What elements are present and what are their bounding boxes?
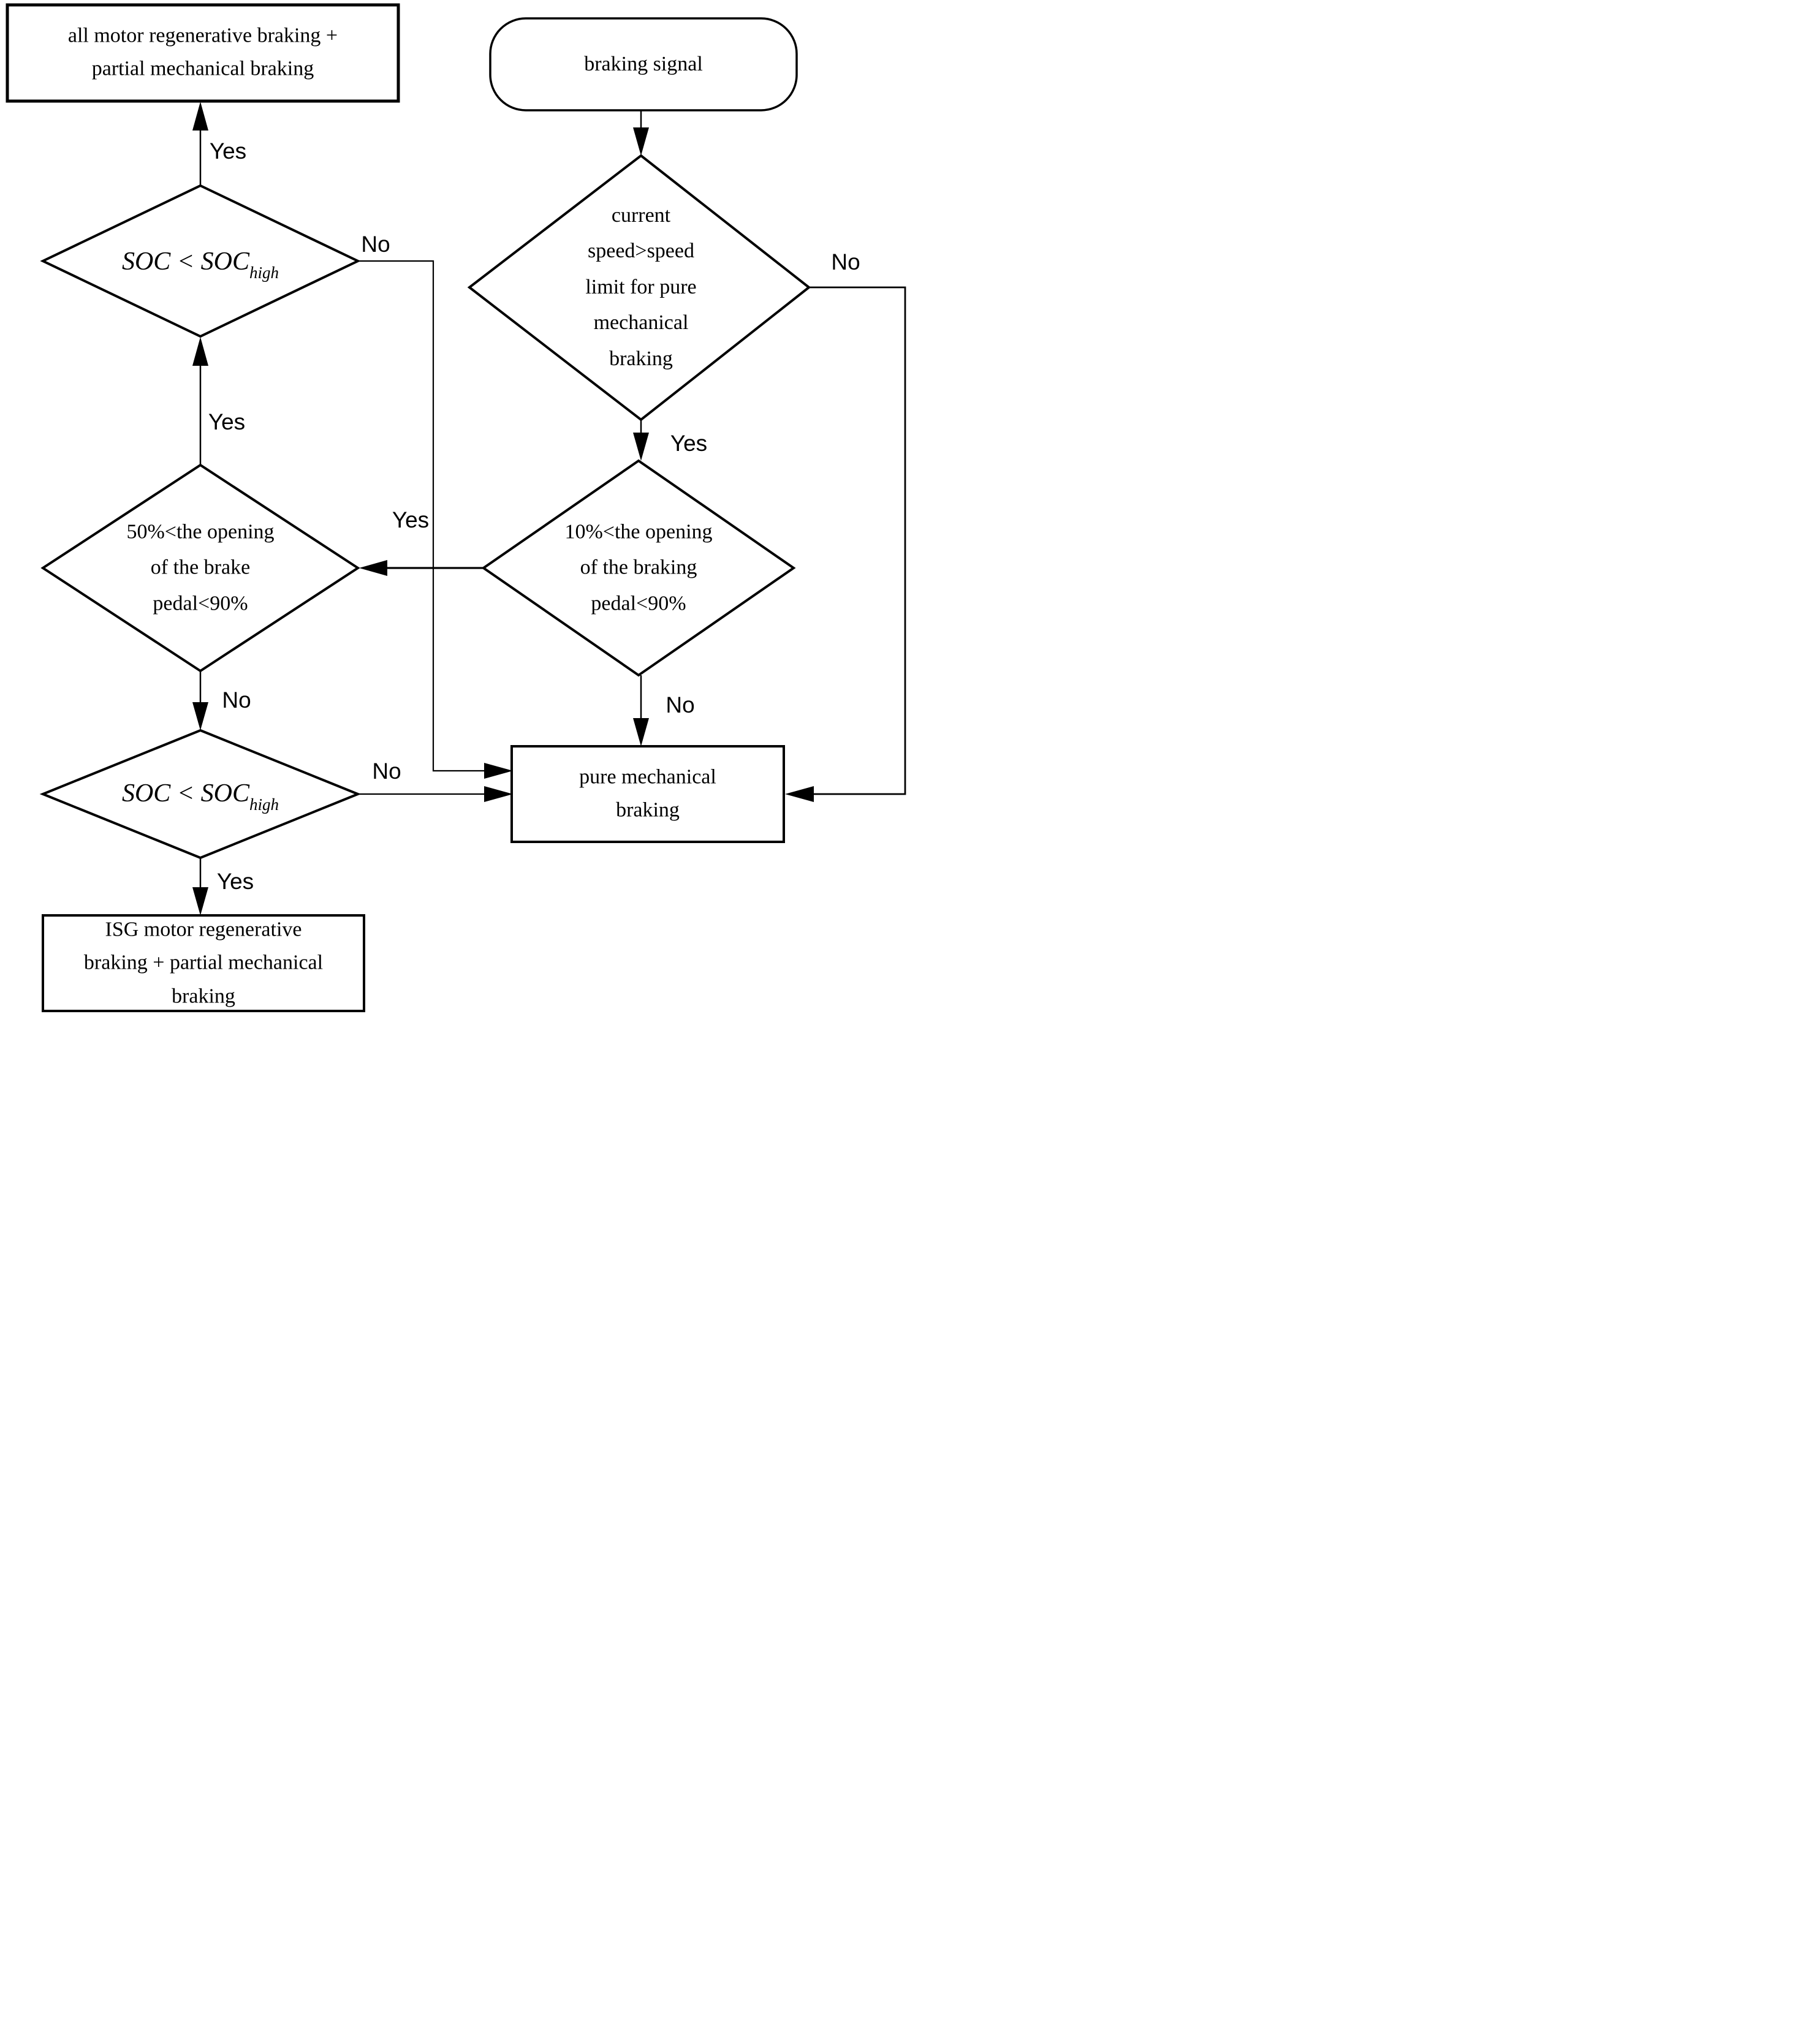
terminator-braking-signal-shape	[489, 17, 798, 112]
arrowhead-right-into-box-left-upper	[484, 763, 513, 779]
decision-speed-check-shape	[467, 154, 811, 422]
flowchart-shapes-layer	[6, 3, 906, 1012]
arrowhead-down-into-isg	[192, 887, 208, 915]
decision-soc-upper-shape	[40, 184, 361, 338]
process-all-motor-shape	[6, 3, 400, 103]
decision-soc-lower-shape	[39, 729, 362, 860]
arrowhead-down-speedcheck	[633, 127, 649, 156]
arrowhead-left-into-box-right	[785, 786, 814, 802]
arrowhead-left-into-brake50	[359, 560, 387, 576]
edge-speedcheck-no	[809, 286, 906, 795]
decision-brake-opening-10-shape	[481, 459, 796, 677]
decision-brake-opening-50-shape	[40, 463, 360, 673]
arrowhead-down-into-soclower	[192, 702, 208, 730]
edge-socupper-no	[358, 260, 484, 772]
process-isg-motor-shape	[42, 914, 365, 1012]
arrowhead-up-into-socupper	[192, 337, 208, 366]
arrowhead-right-into-box-left-lower	[484, 786, 513, 802]
flowchart-canvas: all motor regenerative braking + partial…	[0, 0, 909, 1022]
process-pure-mechanical-shape	[510, 745, 785, 843]
arrowhead-down-into-box-top	[633, 718, 649, 746]
arrowhead-up-into-allmotor	[192, 102, 208, 131]
arrowhead-down-brake10	[633, 433, 649, 461]
